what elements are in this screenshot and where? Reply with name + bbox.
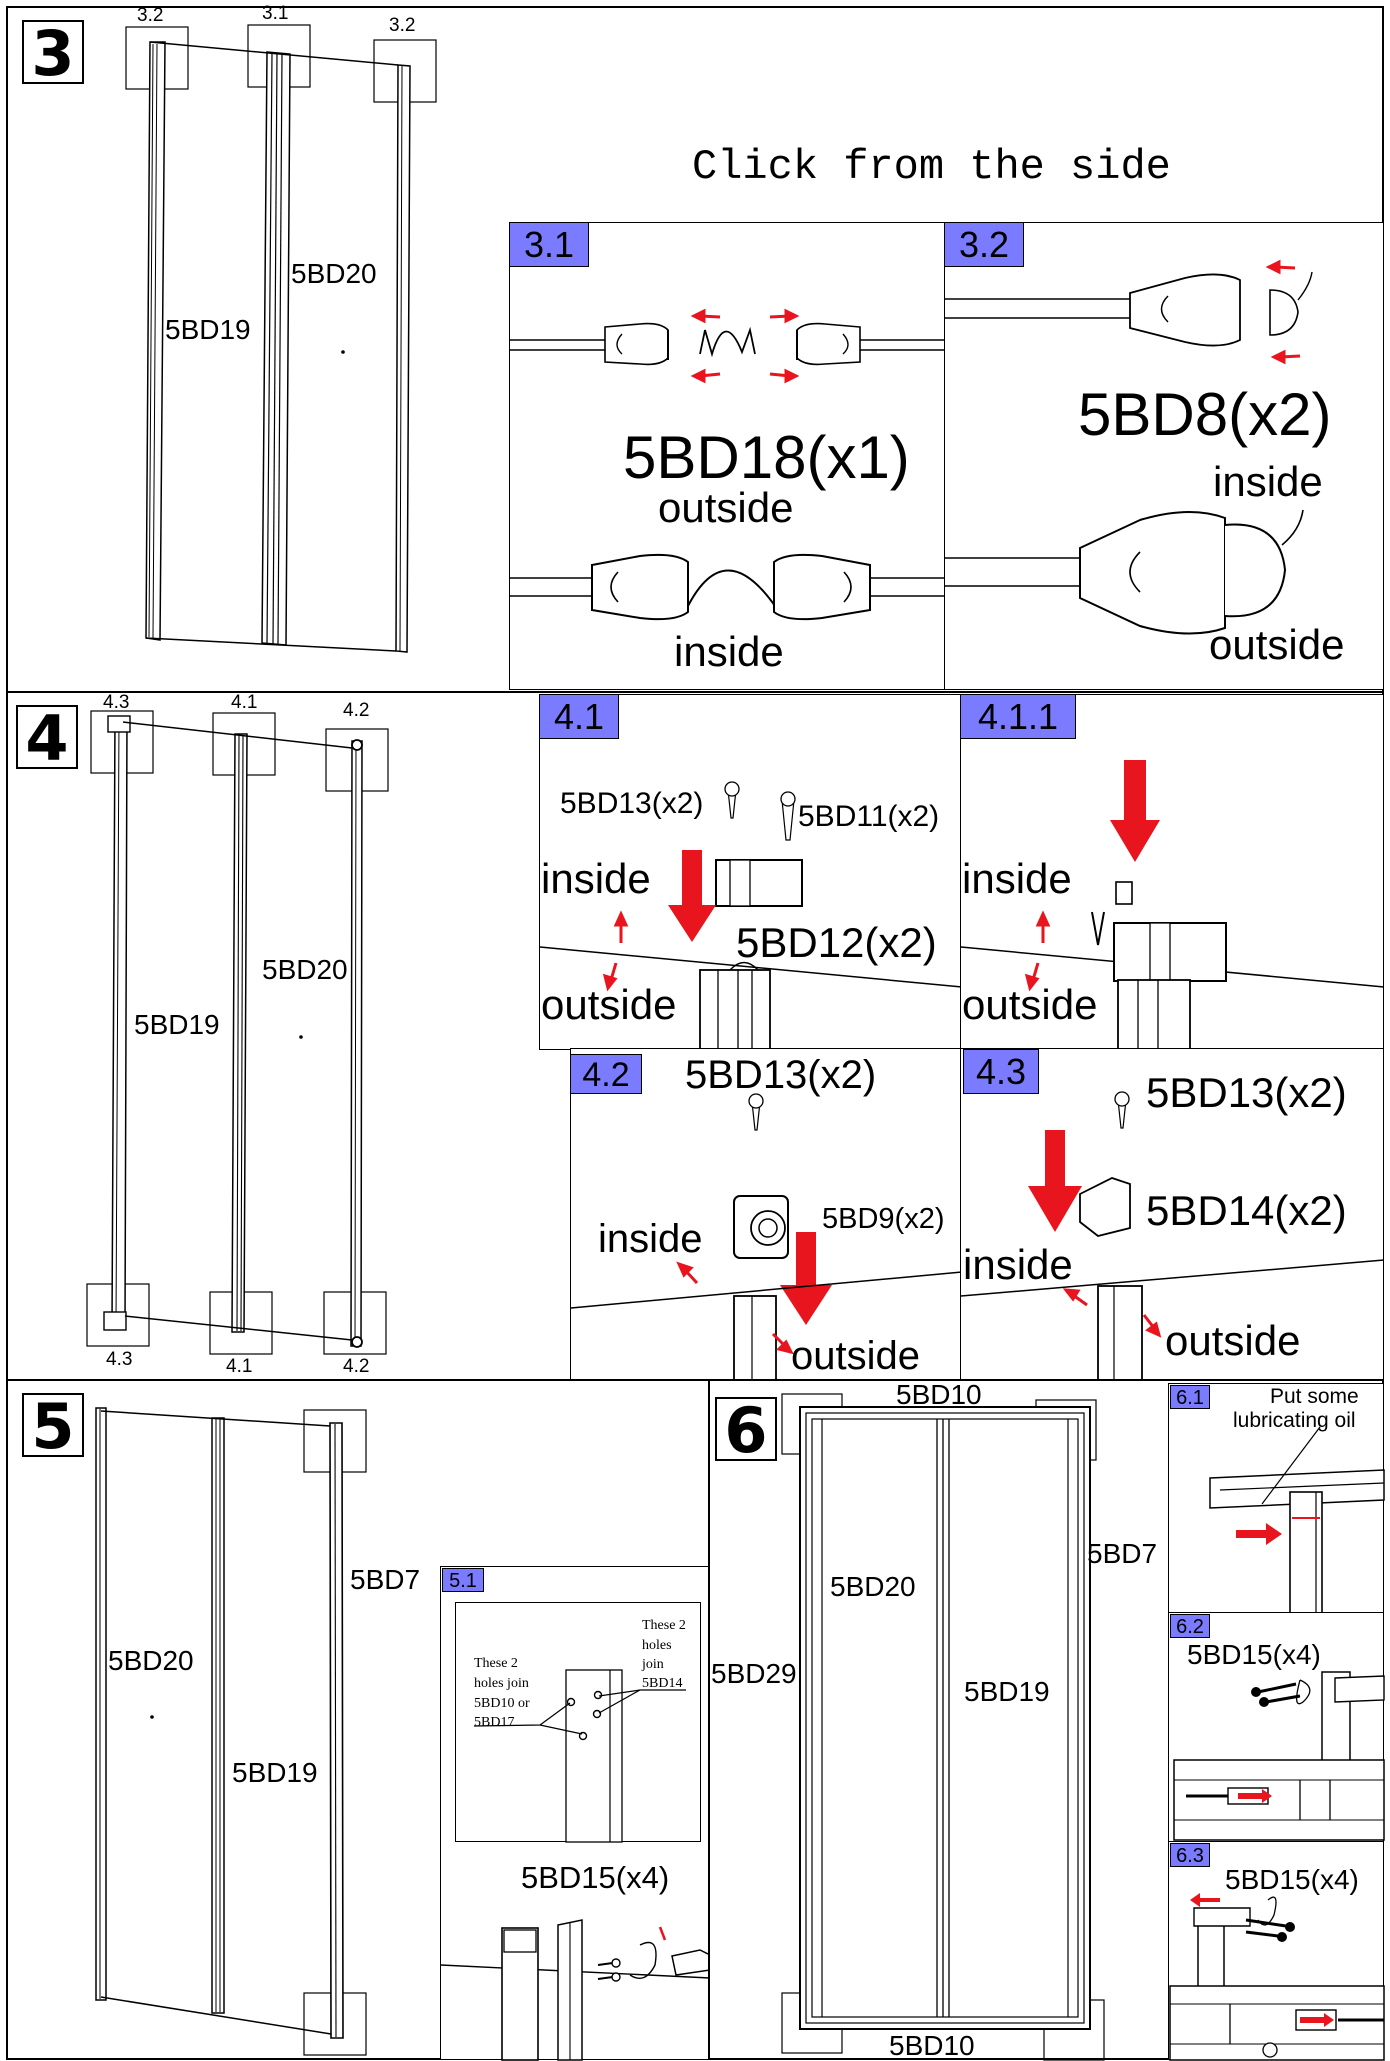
detail-4-1-tag: 4.1: [539, 694, 619, 739]
detail-5-1-tag: 5.1: [442, 1568, 484, 1592]
frame-right-5bd7-label: 5BD7: [1087, 1538, 1158, 1569]
part-5bd12-label: 5BD12(x2): [736, 919, 937, 966]
detail-4-1-1-tag: 4.1.1: [960, 694, 1076, 739]
detail-4-2-inside-label: inside: [598, 1217, 703, 1261]
screw-5bd15-label: 5BD15(x4): [1187, 1639, 1321, 1670]
note-holes-join-5bd14-line2: holes: [642, 1638, 672, 1653]
lubricating-oil-note-line1: Put some: [1270, 1385, 1359, 1408]
detail-4-1-outside-label: outside: [541, 981, 677, 1028]
panel-label-5bd19: 5BD19: [964, 1676, 1050, 1707]
callout-3-1: 3.1: [262, 3, 289, 24]
panel-label-5bd19: 5BD19: [232, 1757, 318, 1788]
detail-4-3-inside-label: inside: [963, 1241, 1073, 1288]
frame-left-5bd29-label: 5BD29: [711, 1658, 797, 1689]
detail-4-3-tag: 4.3: [963, 1049, 1039, 1094]
detail-3-2-tag: 3.2: [944, 222, 1024, 267]
note-holes-join-5bd10-line3: 5BD10 or: [474, 1696, 530, 1711]
panel-label-5bd20: 5BD20: [830, 1571, 916, 1602]
panel-label-5bd20: 5BD20: [291, 258, 377, 289]
part-5bd14-label: 5BD14(x2): [1146, 1187, 1347, 1234]
part-5bd9-label: 5BD9(x2): [822, 1203, 945, 1235]
detail-4-2-tag: 4.2: [570, 1054, 642, 1094]
detail-3-1-box: [509, 222, 946, 690]
detail-6-2-tag: 6.2: [1170, 1614, 1210, 1638]
detail-3-2-inside-label: inside: [1213, 458, 1323, 505]
note-holes-join-5bd14-line4: 5BD14: [642, 1676, 683, 1691]
detail-3-1-tag: 3.1: [509, 222, 589, 267]
detail-6-1-tag: 6.1: [1170, 1385, 1210, 1409]
detail-3-1-outside-label: outside: [658, 484, 794, 531]
screw-5bd13-label: 5BD13(x2): [685, 1053, 877, 1097]
detail-4-3-outside-label: outside: [1165, 1317, 1301, 1364]
screw-5bd13-label: 5BD13(x2): [560, 787, 704, 820]
callout-4-2-top: 4.2: [343, 700, 370, 721]
callout-4-3-top: 4.3: [103, 692, 130, 713]
note-holes-join-5bd14-line3: join: [642, 1657, 664, 1672]
step-4-number: 4: [16, 705, 78, 770]
detail-4-1-inside-label: inside: [541, 855, 651, 902]
detail-3-1-inside-label: inside: [674, 628, 784, 675]
frame-bottom-5bd10-label: 5BD10: [889, 2030, 975, 2061]
panel-label-5bd20: 5BD20: [262, 954, 348, 985]
detail-4-2-outside-label: outside: [791, 1334, 920, 1378]
callout-3-2-left: 3.2: [137, 5, 164, 26]
detail-3-2-outside-label: outside: [1209, 621, 1345, 668]
note-holes-join-5bd10-line1: These 2: [474, 1656, 518, 1671]
panel-label-5bd20: 5BD20: [108, 1645, 194, 1676]
callout-3-2-right: 3.2: [389, 15, 416, 36]
screw-5bd15-label: 5BD15(x4): [1225, 1864, 1359, 1895]
callout-4-1-top: 4.1: [231, 692, 258, 713]
note-holes-join-5bd10-line4: 5BD17: [474, 1715, 515, 1730]
detail-4-1-1-inside-label: inside: [962, 855, 1072, 902]
callout-4-3-bottom: 4.3: [106, 1349, 133, 1370]
panel-label-5bd19: 5BD19: [165, 314, 251, 345]
frame-top-5bd10-label: 5BD10: [896, 1379, 982, 1410]
detail-6-3-tag: 6.3: [1170, 1843, 1210, 1867]
callout-4-2-bottom: 4.2: [343, 1356, 370, 1377]
rail-label-5bd7: 5BD7: [350, 1564, 421, 1595]
note-holes-join-5bd14-line1: These 2: [642, 1618, 686, 1633]
part-5bd18-label: 5BD18(x1): [623, 424, 910, 491]
callout-4-1-bottom: 4.1: [226, 1356, 253, 1377]
screw-5bd15-label: 5BD15(x4): [521, 1860, 670, 1895]
screw-5bd13-label: 5BD13(x2): [1146, 1069, 1347, 1116]
part-5bd8-label: 5BD8(x2): [1078, 381, 1332, 448]
step-6-number: 6: [715, 1397, 777, 1462]
lubricating-oil-note-line2: lubricating oil: [1233, 1409, 1356, 1432]
panel-label-5bd19: 5BD19: [134, 1009, 220, 1040]
step-5-number: 5: [22, 1393, 84, 1458]
step-3-number: 3: [22, 20, 84, 85]
detail-4-1-1-outside-label: outside: [962, 981, 1098, 1028]
screw-5bd11-label: 5BD11(x2): [798, 800, 940, 833]
click-from-side-instruction: Click from the side: [692, 143, 1171, 191]
note-holes-join-5bd10-line2: holes join: [474, 1676, 529, 1691]
detail-4-3-box: [960, 1048, 1384, 1381]
